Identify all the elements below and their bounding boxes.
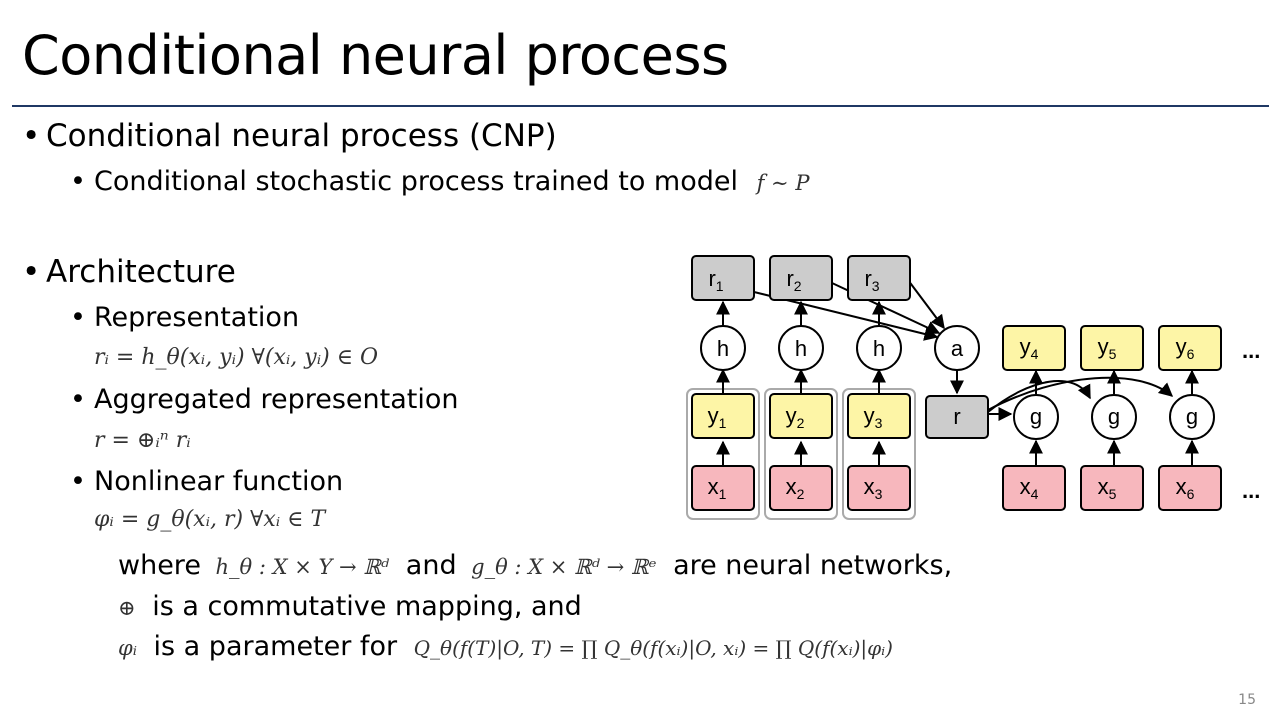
slide-title: Conditional neural process	[22, 24, 729, 87]
svg-text:r: r	[953, 404, 960, 429]
svg-text:y2: y2	[786, 403, 805, 431]
svg-text:h: h	[717, 336, 729, 361]
title-divider	[12, 105, 1269, 107]
context-group-1	[686, 388, 760, 520]
math-nonlinear: φᵢ = g_θ(xᵢ, r) ∀xᵢ ∈ T	[94, 507, 326, 532]
note-where: where	[118, 550, 201, 581]
r-node-2: r2	[769, 255, 833, 301]
context-group-2	[764, 388, 838, 520]
a-node: a	[934, 325, 980, 371]
math-aggregated: r = ⊕ᵢⁿ rᵢ	[94, 428, 191, 453]
svg-text:r1: r1	[708, 266, 723, 294]
x-context-node-1: x1	[691, 465, 755, 511]
bullet-architecture: •Architecture	[22, 254, 236, 290]
x-context-node-3: x3	[847, 465, 911, 511]
svg-text:y1: y1	[708, 403, 727, 431]
svg-text:x1: x1	[708, 474, 727, 502]
svg-text:g: g	[1186, 404, 1198, 429]
svg-text:a: a	[951, 336, 964, 361]
note-commutative: is a commutative mapping, and	[152, 591, 582, 622]
svg-text:g: g	[1030, 404, 1042, 429]
svg-text:y3: y3	[864, 403, 883, 431]
math-representation: rᵢ = h_θ(xᵢ, yᵢ) ∀(xᵢ, yᵢ) ∈ O	[94, 345, 379, 370]
page-number: 15	[1238, 692, 1256, 708]
note-param-line: φᵢ is a parameter for Q_θ(f(T)|O, T) = ∏…	[118, 631, 893, 662]
note-where-line: where h_θ : X × Y → ℝᵈ and g_θ : X × ℝᵈ …	[118, 550, 952, 581]
math-g-def: g_θ : X × ℝᵈ → ℝᵉ	[471, 555, 657, 579]
edge-r-g6	[987, 376, 1174, 411]
bullet-nonlinear-text: Nonlinear function	[94, 466, 344, 497]
edge-r2-a	[831, 282, 941, 335]
note-are-nn: are neural networks,	[673, 550, 953, 581]
x-target-node-4: x4	[1002, 465, 1066, 511]
svg-text:x5: x5	[1098, 474, 1117, 502]
y-target-node-5: y5	[1080, 325, 1144, 371]
y-context-node-3: y3	[847, 393, 911, 439]
note-and: and	[405, 550, 457, 581]
svg-text:g: g	[1108, 404, 1120, 429]
bullet-aggregated-text: Aggregated representation	[94, 384, 459, 415]
context-group-3	[842, 388, 916, 520]
x-context-node-2: x2	[769, 465, 833, 511]
bullet-aggregated: •Aggregated representation	[70, 384, 459, 415]
math-oplus: ⊕	[118, 596, 136, 620]
bullet-cnp: •Conditional neural process (CNP)	[22, 118, 557, 154]
y-target-node-4: y4	[1002, 325, 1066, 371]
svg-text:y4: y4	[1020, 334, 1039, 362]
g-node-6: g	[1169, 394, 1215, 440]
math-q-formula: Q_θ(f(T)|O, T) = ∏ Q_θ(f(xᵢ)|O, xᵢ) = ∏ …	[413, 636, 893, 660]
g-node-4: g	[1013, 394, 1059, 440]
edge-r1-a	[753, 291, 939, 341]
x-target-node-6: x6	[1158, 465, 1222, 511]
svg-text:r2: r2	[786, 266, 801, 294]
bullet-representation: •Representation	[70, 302, 300, 333]
bullet-nonlinear: •Nonlinear function	[70, 466, 344, 497]
aggregate-r-node: r	[925, 395, 989, 439]
svg-text:x2: x2	[786, 474, 805, 502]
svg-text:x6: x6	[1176, 474, 1195, 502]
bullet-cnp-text: Conditional neural process (CNP)	[46, 118, 557, 154]
svg-text:x3: x3	[864, 474, 883, 502]
svg-text:y5: y5	[1098, 334, 1117, 362]
r-node-3: r3	[847, 255, 911, 301]
h-node-3: h	[856, 325, 902, 371]
svg-text:r3: r3	[864, 266, 879, 294]
bullet-architecture-text: Architecture	[46, 254, 236, 290]
diagram-edges	[716, 279, 1199, 466]
h-node-2: h	[778, 325, 824, 371]
ellipsis-top: ...	[1242, 338, 1260, 363]
math-f-sim-p: f ∼ P	[756, 171, 810, 195]
g-node-5: g	[1091, 394, 1137, 440]
bullet-cnp-sub-text: Conditional stochastic process trained t…	[94, 166, 739, 197]
edge-r3-a	[907, 279, 945, 330]
bullet-representation-text: Representation	[94, 302, 300, 333]
h-node-1: h	[700, 325, 746, 371]
y-context-node-2: y2	[769, 393, 833, 439]
svg-text:y6: y6	[1176, 334, 1195, 362]
x-target-node-5: x5	[1080, 465, 1144, 511]
svg-text:h: h	[873, 336, 885, 361]
math-phi: φᵢ	[118, 636, 137, 660]
note-param-for: is a parameter for	[153, 631, 398, 662]
y-target-node-6: y6	[1158, 325, 1222, 371]
math-h-def: h_θ : X × Y → ℝᵈ	[215, 555, 390, 579]
y-context-node-1: y1	[691, 393, 755, 439]
svg-text:x4: x4	[1020, 474, 1039, 502]
bullet-cnp-sub: •Conditional stochastic process trained …	[70, 166, 810, 197]
svg-text:h: h	[795, 336, 807, 361]
note-commutative-line: ⊕ is a commutative mapping, and	[118, 591, 582, 622]
r-node-1: r1	[691, 255, 755, 301]
ellipsis-bottom: ...	[1242, 478, 1260, 503]
edge-r-g5	[987, 380, 1091, 413]
